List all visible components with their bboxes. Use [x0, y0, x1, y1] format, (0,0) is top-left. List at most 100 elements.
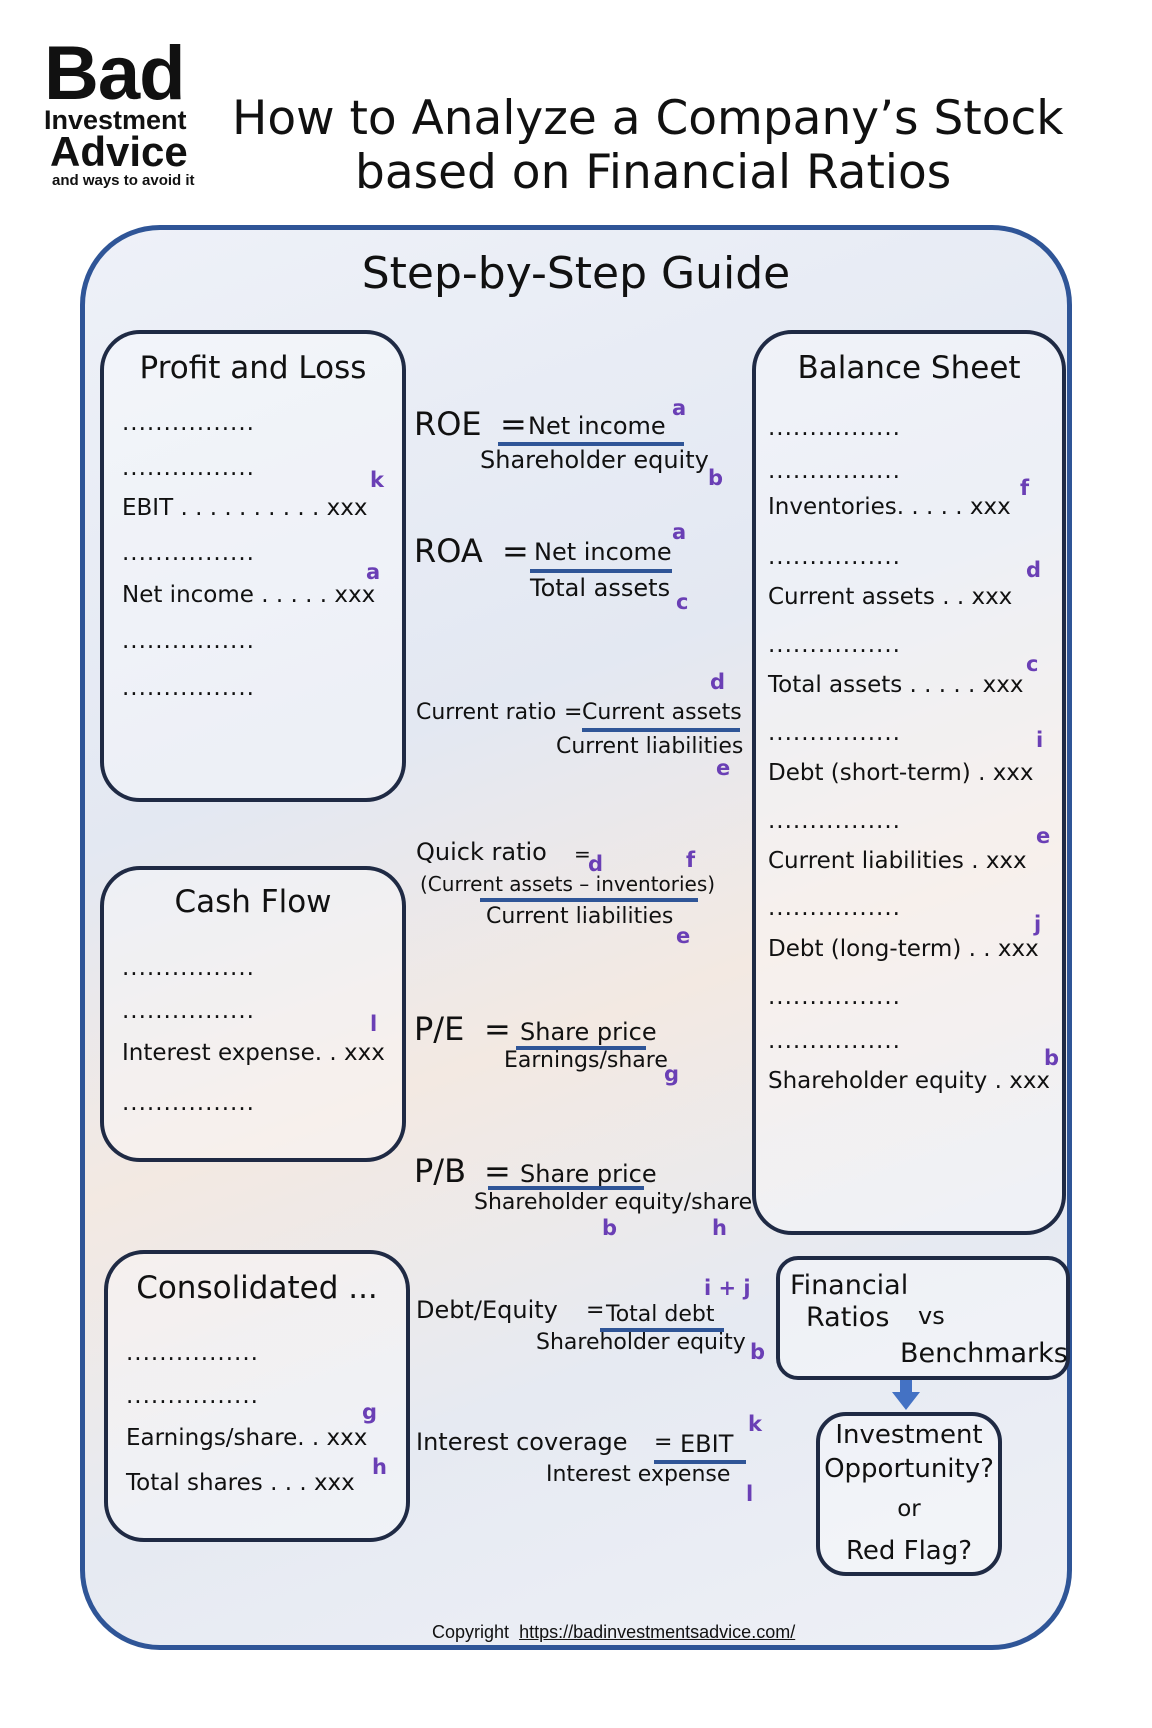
- cr-tag-d: d: [710, 670, 726, 694]
- roe-tag-b: b: [708, 466, 724, 490]
- inv-line2: Opportunity?: [824, 1454, 994, 1484]
- ic-fraction-line: [654, 1460, 746, 1464]
- pl-net-tag: a: [366, 560, 381, 584]
- cf-interest-row: Interest expense. . xxx: [122, 1040, 385, 1066]
- balance-sheet-panel: [752, 330, 1066, 1235]
- roa-numerator: Net income: [534, 538, 672, 566]
- consolidated-panel: [104, 1250, 410, 1542]
- ic-tag-k: k: [748, 1412, 762, 1436]
- cons-eps-tag: g: [362, 1400, 378, 1424]
- copyright-link[interactable]: https://badinvestmentsadvice.com/: [519, 1622, 796, 1642]
- cf-dots-1: ................: [122, 955, 255, 981]
- pb-name: P/B: [414, 1152, 467, 1190]
- page-title-line1: How to Analyze a Company’s Stock: [232, 91, 1064, 146]
- pl-dots-5: ................: [122, 675, 255, 701]
- qr-tag-e: e: [676, 924, 691, 948]
- inv-line4: Red Flag?: [845, 1536, 973, 1566]
- bs-ta-tag: c: [1026, 652, 1039, 676]
- roa-fraction-line: [530, 569, 672, 573]
- ratios-vs-benchmarks-box: [776, 1256, 1070, 1380]
- roa-equals: =: [502, 532, 529, 570]
- pe-equals: =: [484, 1010, 511, 1048]
- cr-fraction-line: [582, 728, 740, 732]
- pl-dots-4: ................: [122, 628, 255, 654]
- pl-dots-2: ................: [122, 455, 255, 481]
- pb-fraction-line: [488, 1186, 644, 1190]
- de-tag-b: b: [750, 1340, 766, 1364]
- pl-dots-1: ................: [122, 410, 255, 436]
- de-equals: =: [586, 1298, 605, 1323]
- profit-loss-title: Profit and Loss: [139, 350, 367, 386]
- bs-dots-1: ................: [768, 415, 901, 441]
- roe-name: ROE: [414, 405, 482, 443]
- copyright-label: Copyright: [432, 1622, 510, 1642]
- bs-debt-short-row: Debt (short-term) . xxx: [768, 760, 1034, 786]
- pl-ebit-tag: k: [370, 468, 384, 492]
- page-title-line2: based on Financial Ratios: [355, 145, 952, 200]
- cr-equals: =: [564, 700, 583, 725]
- copyright: Copyright https://badinvestmentsadvice.c…: [432, 1622, 795, 1643]
- profit-loss-panel: [100, 330, 406, 802]
- pe-tag-g: g: [664, 1062, 680, 1086]
- cf-interest-tag: l: [370, 1012, 378, 1036]
- inv-line3: or: [897, 1496, 921, 1522]
- ic-name: Interest coverage: [416, 1428, 628, 1456]
- ic-denominator: Interest expense: [546, 1462, 731, 1487]
- cons-shares-tag: h: [372, 1455, 387, 1479]
- roa-denominator: Total assets: [530, 574, 671, 602]
- fin-line2: Ratios: [806, 1302, 890, 1333]
- roe-tag-a: a: [672, 396, 687, 420]
- cr-tag-e: e: [716, 756, 731, 780]
- pe-fraction-line: [516, 1046, 646, 1050]
- pb-equals: =: [484, 1152, 511, 1190]
- roe-denominator: Shareholder equity: [480, 446, 709, 474]
- down-arrow-stem: [900, 1380, 912, 1394]
- bs-dots-3: ................: [768, 544, 901, 570]
- cons-eps-row: Earnings/share. . xxx: [126, 1425, 368, 1451]
- cons-dots-2: ................: [126, 1383, 259, 1409]
- bs-dl-tag: j: [1034, 912, 1042, 936]
- de-numerator: Total debt: [606, 1302, 715, 1327]
- pl-ebit-row: EBIT . . . . . . . . . . xxx: [122, 495, 368, 521]
- qr-denominator: Current liabilities: [486, 904, 674, 929]
- bs-se-tag: b: [1044, 1046, 1060, 1070]
- cash-flow-panel: [100, 866, 406, 1162]
- qr-tag-d: d: [588, 852, 604, 876]
- bs-dots-7: ................: [768, 895, 901, 921]
- pe-name: P/E: [414, 1010, 465, 1048]
- cr-numerator: Current assets: [582, 700, 742, 725]
- roa-tag-a: a: [672, 520, 687, 544]
- qr-numerator: (Current assets – inventories): [420, 872, 716, 896]
- ic-tag-l: l: [746, 1482, 754, 1506]
- de-fraction-line: [600, 1328, 724, 1332]
- roe-fraction-line: [498, 442, 684, 446]
- bs-current-liabilities-row: Current liabilities . xxx: [768, 848, 1027, 874]
- cons-shares-row: Total shares . . . xxx: [126, 1470, 355, 1496]
- logo-tagline: and ways to avoid it: [52, 172, 195, 189]
- pe-denominator: Earnings/share: [504, 1048, 668, 1073]
- bs-cl-tag: e: [1036, 824, 1051, 848]
- qr-fraction-line: [480, 898, 698, 902]
- cf-dots-3: ................: [122, 1090, 255, 1116]
- ic-numerator: EBIT: [680, 1430, 734, 1458]
- pe-numerator: Share price: [520, 1018, 657, 1046]
- balance-sheet-title: Balance Sheet: [797, 350, 1021, 386]
- bs-inventories-row: Inventories. . . . . xxx: [768, 494, 1011, 520]
- pl-dots-3: ................: [122, 540, 255, 566]
- roa-tag-c: c: [676, 590, 689, 614]
- cf-dots-2: ................: [122, 998, 255, 1024]
- bs-dots-9: ................: [768, 1028, 901, 1054]
- bs-current-assets-row: Current assets . . xxx: [768, 584, 1013, 610]
- logo-bad: Bad: [44, 31, 186, 116]
- consolidated-title: Consolidated ...: [136, 1270, 378, 1306]
- opportunity-redflag-box: [816, 1412, 1002, 1576]
- roe-numerator: Net income: [528, 412, 666, 440]
- de-tag-ij: i + j: [704, 1276, 751, 1300]
- cons-dots-1: ................: [126, 1340, 259, 1366]
- fin-benchmarks: Benchmarks: [900, 1338, 1068, 1369]
- pb-tag-h: h: [712, 1216, 727, 1240]
- guide-title: Step-by-Step Guide: [361, 248, 791, 299]
- pb-denominator: Shareholder equity/share: [474, 1190, 753, 1215]
- qr-tag-f: f: [686, 848, 696, 872]
- cr-denominator: Current liabilities: [556, 734, 744, 759]
